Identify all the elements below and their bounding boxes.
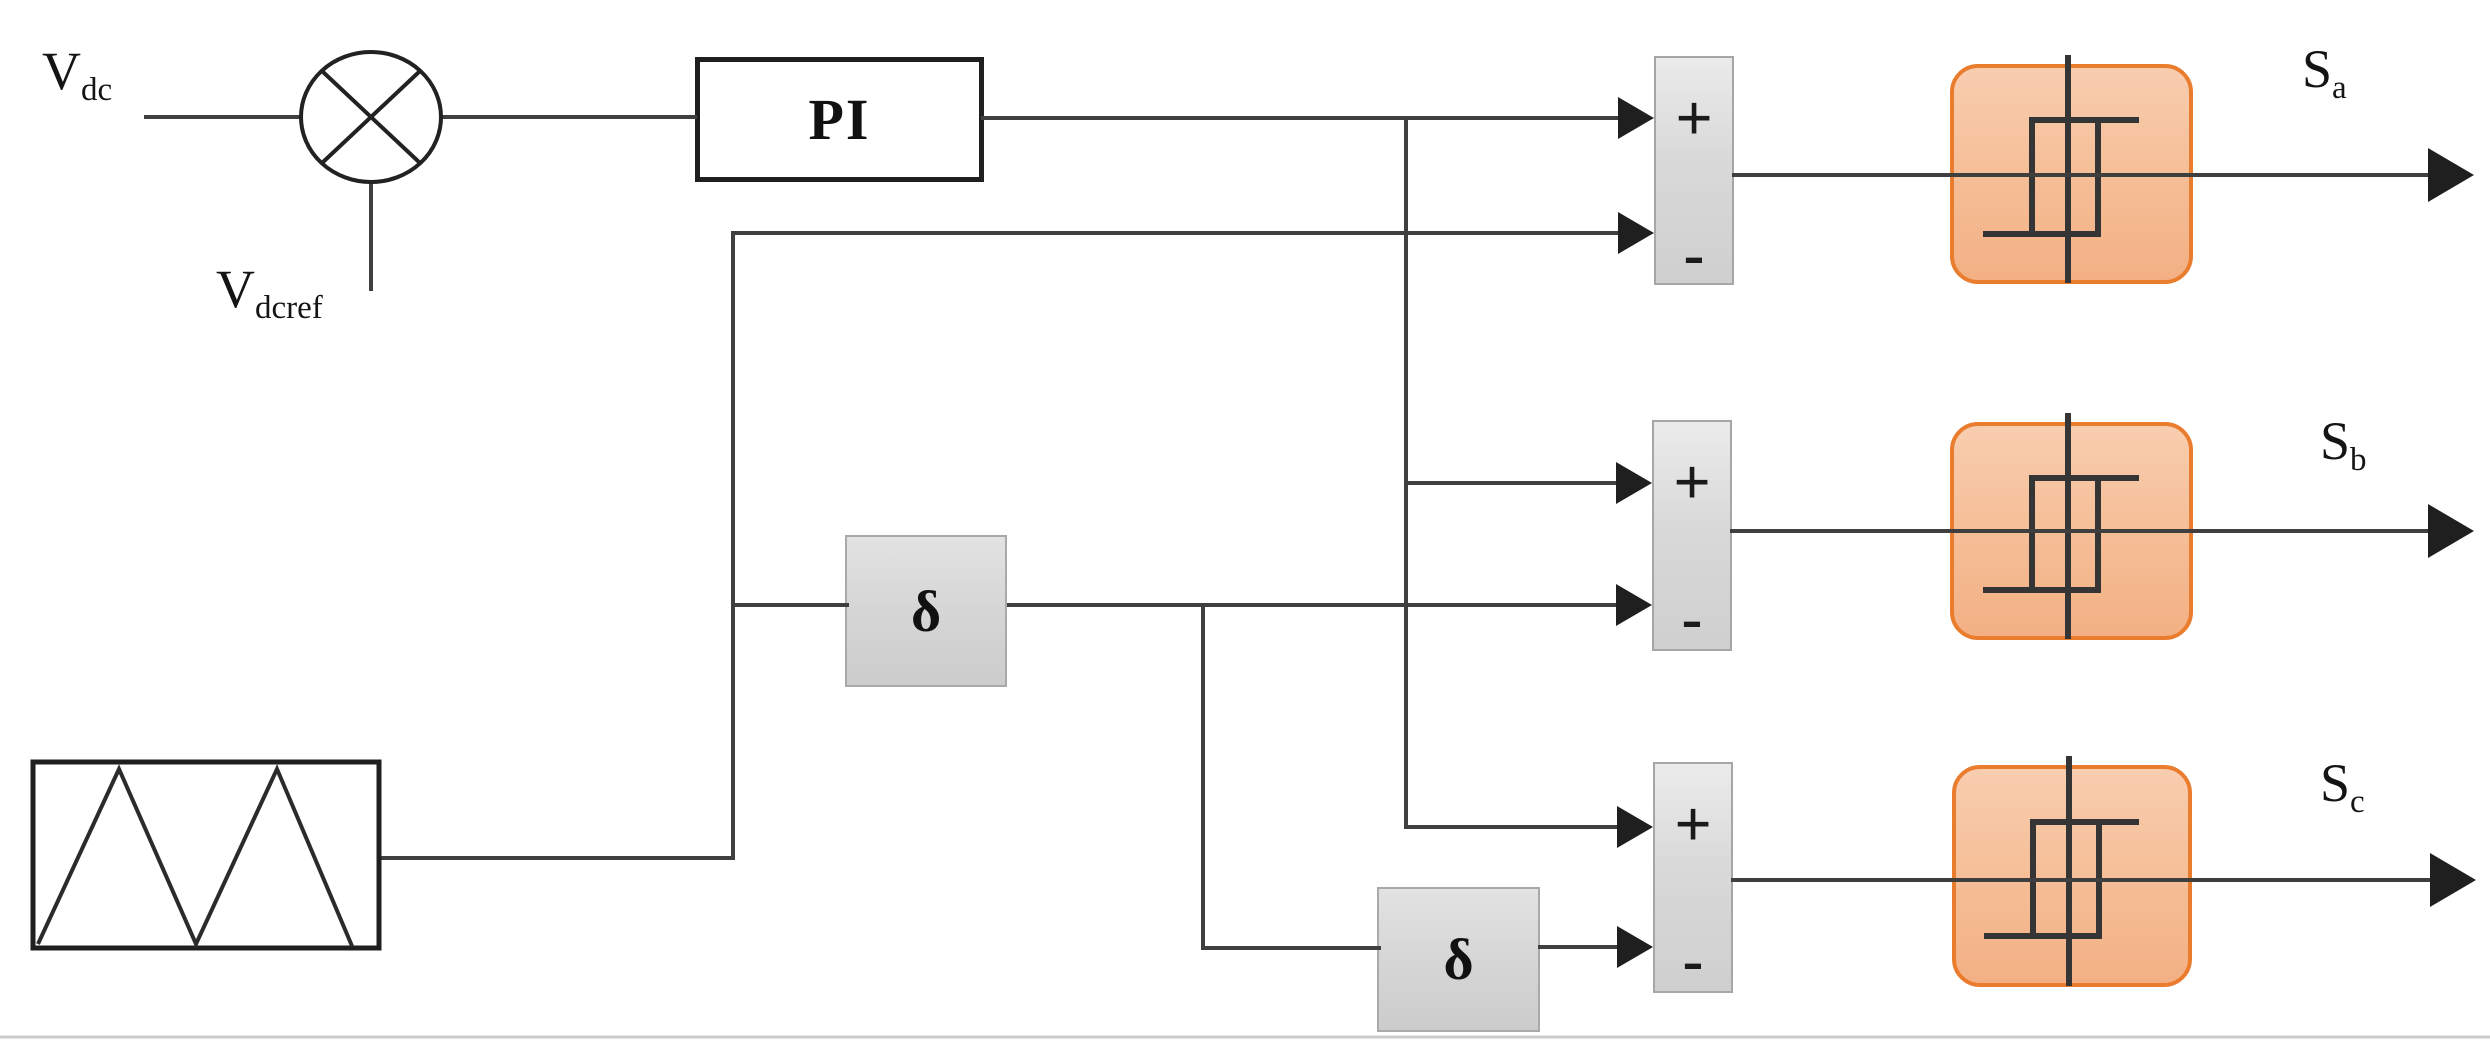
arrowhead [1616,462,1652,504]
output-arrowheads [2428,148,2476,907]
delta-block-2: δ [1377,887,1540,1032]
minus-sign: - [1681,585,1703,653]
delta-block-1: δ [845,535,1007,687]
wire-trunk [1404,116,1623,829]
vdc-subscript: dc [81,72,113,108]
hysteresis-block-c [1952,756,2192,987]
compare-junction-icon [299,50,443,184]
sa-symbol: S [2302,39,2333,99]
sa-subscript: a [2332,70,2347,106]
arrowhead [1618,212,1654,254]
minus-sign: - [1683,221,1705,289]
triangle-wave-generator [30,759,382,951]
output-label-sa: Sa [2302,39,2347,105]
hysteresis-icon [1983,413,2139,639]
vdc-label: Vdc [42,41,112,107]
triangle-wave-icon [36,764,354,949]
arrowhead [2428,148,2474,202]
sb-subscript: b [2350,442,2367,478]
pi-controller-block: PI [695,57,984,182]
input-arrowheads [1616,97,1654,968]
minus-sign: - [1682,927,1704,995]
pi-label: PI [808,87,871,152]
plus-sign: + [1674,788,1712,861]
arrowhead [2428,504,2474,558]
plus-sign: + [1673,446,1711,519]
wire-carrier-riser [377,231,735,860]
vdcref-label: Vdcref [216,259,323,325]
vdcref-symbol: V [216,259,255,319]
wire-delta2-branch [1201,603,1381,950]
output-label-sc: Sc [2320,753,2365,819]
vdc-symbol: V [42,41,81,101]
arrowhead [1616,584,1652,626]
arrowhead [2430,853,2476,907]
arrowhead [1617,926,1653,968]
summing-junction-a: + - [1654,56,1734,289]
summing-junction-b: + - [1652,420,1732,651]
plus-sign: + [1675,82,1713,155]
delta-label: δ [910,578,942,644]
hysteresis-block-b [1950,413,2193,640]
arrowhead [1617,806,1653,848]
summing-junction-c: + - [1653,762,1733,993]
hysteresis-icon [1983,55,2139,283]
sc-symbol: S [2320,753,2351,813]
sc-subscript: c [2350,784,2365,820]
vdcref-subscript: dcref [255,290,323,326]
hysteresis-block-a [1950,55,2193,284]
hysteresis-icon [1984,756,2139,986]
arrowhead [1618,97,1654,139]
sb-symbol: S [2320,411,2351,471]
delta-label: δ [1443,927,1474,992]
output-label-sb: Sb [2320,411,2367,477]
